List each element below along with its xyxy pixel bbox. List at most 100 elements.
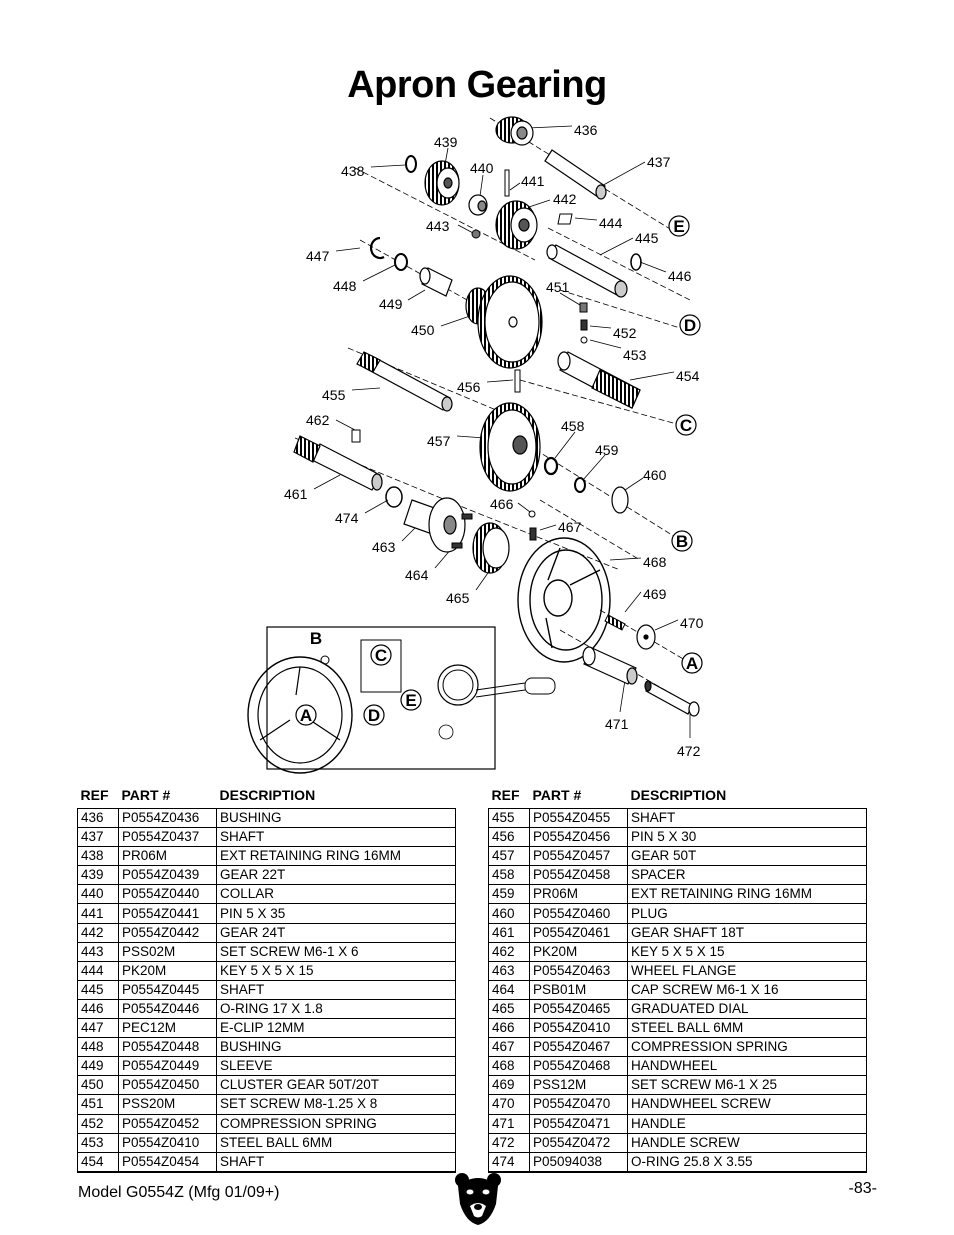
callout-460: 460 [643, 467, 667, 483]
inset-marker-circle-c [370, 644, 392, 666]
cell-part-number: P0554Z0440 [118, 884, 217, 905]
cell-description: O-RING 25.8 X 3.55 [627, 1151, 867, 1173]
marker-a: A [686, 654, 698, 673]
handwheel-468 [517, 537, 611, 663]
cell-ref: 472 [488, 1132, 530, 1153]
spacer-458 [543, 456, 559, 476]
inset-marker-a: A [300, 706, 312, 725]
cell-ref: 468 [488, 1056, 530, 1077]
sleeve-449 [419, 267, 453, 297]
cell-ref: 446 [77, 998, 119, 1020]
cell-description: BUSHING [216, 807, 456, 829]
handle-screw-472 [644, 680, 700, 717]
footer-model: Model G0554Z (Mfg 01/09+) [78, 1184, 280, 1201]
cell-part-number: P0554Z0458 [529, 865, 628, 886]
shaft-455 [356, 351, 453, 412]
cell-part-number: PK20M [529, 941, 628, 962]
cell-ref: 474 [488, 1151, 530, 1173]
cell-description: SHAFT [216, 979, 456, 1000]
cell-description: STEEL BALL 6MM [216, 1132, 456, 1153]
cell-ref: 452 [77, 1113, 119, 1134]
cell-part-number: P0554Z0410 [529, 1018, 628, 1039]
marker-circle-b [671, 530, 693, 552]
callout-451: 451 [546, 279, 570, 295]
e-clip-447 [369, 236, 385, 260]
pin-441 [504, 169, 510, 197]
cell-ref: 451 [77, 1094, 119, 1115]
cell-part-number: PR06M [529, 884, 628, 905]
cell-part-number: PSS12M [529, 1075, 628, 1096]
callout-463: 463 [372, 539, 396, 555]
cell-ref: 470 [488, 1094, 530, 1115]
callout-474: 474 [335, 510, 359, 526]
cell-part-number: P0554Z0437 [118, 827, 217, 848]
callout-452: 452 [613, 325, 637, 341]
cell-description: SET SCREW M8-1.25 X 8 [216, 1094, 456, 1115]
callout-461: 461 [284, 486, 308, 502]
cell-ref: 440 [77, 884, 119, 905]
cell-ref: 461 [488, 922, 530, 943]
cell-part-number: P0554Z0436 [118, 807, 217, 829]
cell-part-number: P0554Z0465 [529, 998, 628, 1020]
cell-description: KEY 5 X 5 X 15 [627, 941, 867, 962]
cell-description: SHAFT [216, 1151, 456, 1173]
inset-marker-circle-d [363, 704, 385, 726]
cell-ref: 437 [77, 827, 119, 848]
callout-439: 439 [434, 134, 458, 150]
cell-description: HANDWHEEL SCREW [627, 1094, 867, 1115]
cell-ref: 462 [488, 941, 530, 962]
page-number: -83- [848, 1180, 877, 1197]
callout-471: 471 [605, 716, 629, 732]
marker-d: D [684, 316, 696, 335]
cell-description: EXT RETAINING RING 16MM [627, 884, 867, 905]
callout-469: 469 [643, 586, 667, 602]
header-ref: REF [491, 787, 520, 803]
cell-description: STEEL BALL 6MM [627, 1018, 867, 1039]
callout-453: 453 [623, 347, 647, 363]
shaft-454 [557, 351, 641, 409]
key-444 [557, 213, 573, 225]
cell-description: GEAR 22T [216, 865, 456, 886]
pin-456 [514, 369, 521, 393]
callout-466: 466 [490, 496, 514, 512]
cell-description: E-CLIP 12MM [216, 1018, 456, 1039]
gear-439 [424, 160, 460, 206]
callout-437: 437 [647, 154, 671, 170]
cell-description: HANDLE SCREW [627, 1132, 867, 1153]
cell-ref: 436 [77, 807, 119, 829]
cell-part-number: P0554Z0446 [118, 998, 217, 1020]
plug-460 [611, 486, 629, 514]
cell-description: EXT RETAINING RING 16MM [216, 846, 456, 867]
cell-ref: 459 [488, 884, 530, 905]
cell-part-number: P0554Z0449 [118, 1056, 217, 1077]
spring-467 [529, 527, 537, 541]
shaft-437 [544, 149, 607, 200]
cell-ref: 449 [77, 1056, 119, 1077]
cell-ref: 444 [77, 960, 119, 981]
cell-description: COLLAR [216, 884, 456, 905]
callout-459: 459 [595, 442, 619, 458]
cell-description: SET SCREW M6-1 X 25 [627, 1075, 867, 1096]
cell-description: GEAR SHAFT 18T [627, 922, 867, 943]
cell-part-number: P0554Z0441 [118, 903, 217, 924]
cell-description: CAP SCREW M6-1 X 16 [627, 979, 867, 1000]
callout-441: 441 [521, 173, 545, 189]
bushing-436 [495, 116, 534, 146]
